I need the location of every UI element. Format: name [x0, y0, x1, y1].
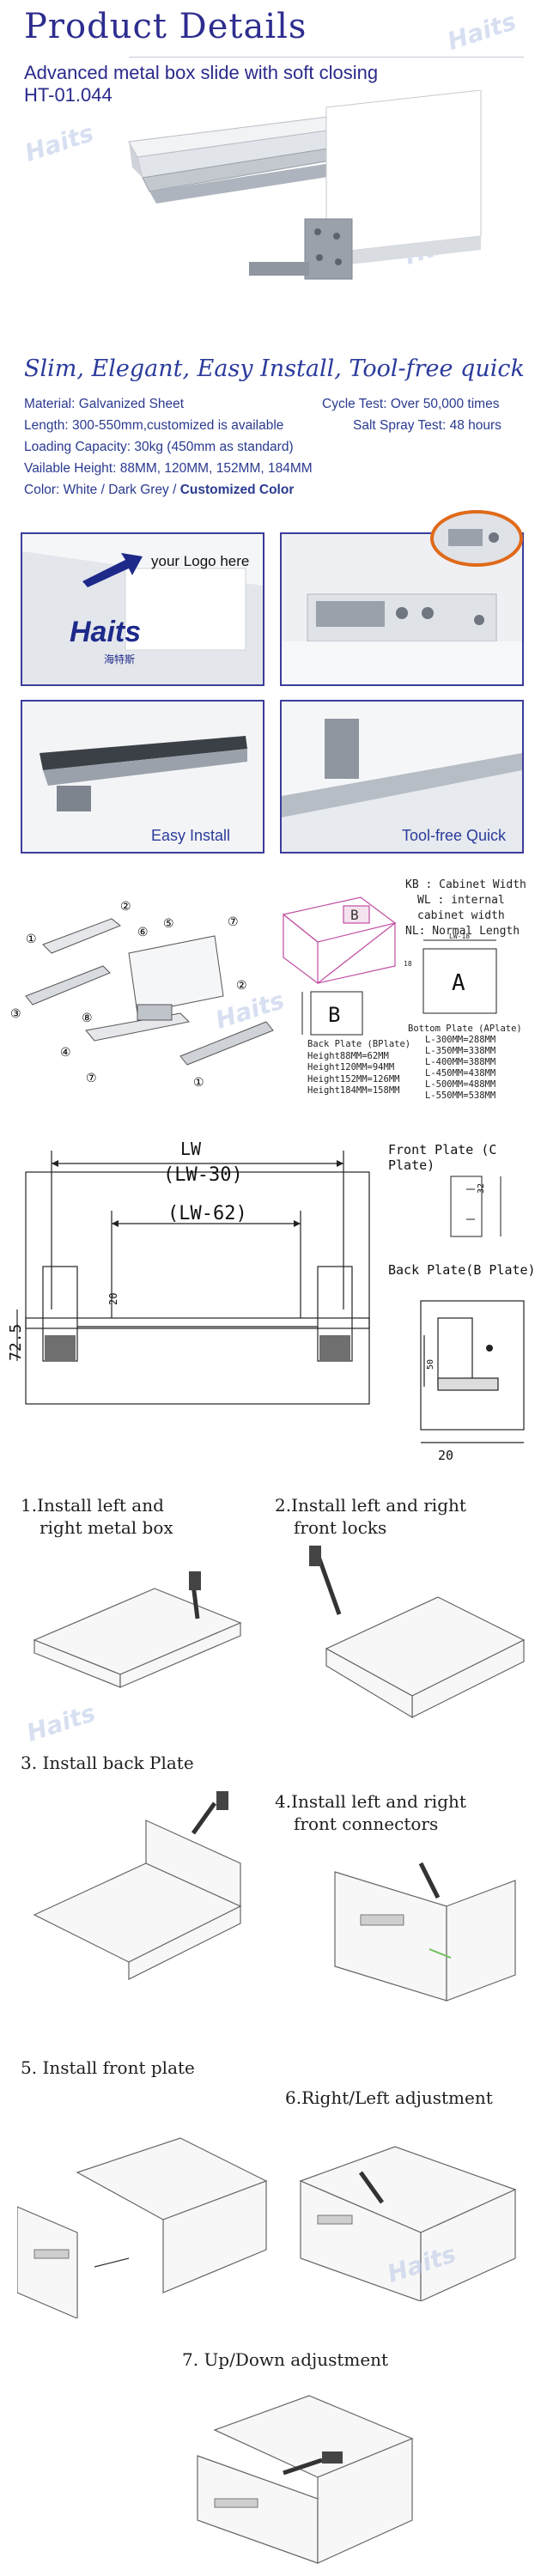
- bottom-length-row: L-500MM=488MM: [425, 1079, 496, 1090]
- step-2-title: 2.Install left and right front locks: [275, 1494, 466, 1539]
- bottom-length-row: L-550MM=538MM: [425, 1091, 496, 1101]
- step-1-illustration: [33, 1571, 242, 1688]
- spec-color-prefix: Color: White / Dark Grey /: [24, 483, 180, 497]
- spec-cycle: Cycle Test: Over 50,000 times: [322, 397, 500, 411]
- callout-2b: ②: [236, 979, 247, 993]
- back-height-row: Height88MM=62MM: [307, 1050, 389, 1061]
- spec-height: Vailable Height: 88MM, 120MM, 152MM, 184…: [24, 461, 313, 476]
- brand-watermark: Haits: [443, 7, 520, 56]
- legend-wl-2: cabinet width: [417, 909, 505, 922]
- callout-7b: ⑦: [228, 915, 239, 929]
- photo-easy-install: Easy Install: [21, 700, 264, 854]
- step-5-title: 5. Install front plate: [21, 2057, 195, 2078]
- step-3-illustration: [33, 1791, 242, 1980]
- callout-7: ⑦: [86, 1072, 97, 1085]
- callout-2: ②: [120, 900, 131, 914]
- back-height-row: Height184MM=158MM: [307, 1085, 400, 1096]
- step-7-title: 7. Up/Down adjustment: [182, 2349, 389, 2370]
- bottom-length-row: L-450MM=438MM: [425, 1068, 496, 1078]
- spec-salt: Salt Spray Test: 48 hours: [353, 418, 501, 433]
- dimension-drawing: LW (LW-30) (LW-62) 20 72.5: [9, 1139, 370, 1405]
- bottom-plate-schematic: A LW-18 18: [404, 933, 497, 1014]
- dim-lw62: (LW-62): [167, 1203, 247, 1224]
- spec-color-custom: Customized Color: [179, 483, 295, 497]
- step-1-line-1: 1.Install left and: [21, 1495, 164, 1516]
- tagline: Slim, Elegant, Easy Install, Tool-free q…: [24, 355, 525, 382]
- step-6-illustration: [299, 2146, 517, 2301]
- subtitle-line-1: Advanced metal box slide with soft closi…: [24, 62, 379, 83]
- spec-capacity: Loading Capacity: 30kg (450mm as standar…: [24, 440, 294, 454]
- page-title: Product Details: [24, 7, 307, 46]
- back-plate-schematic: B: [301, 991, 363, 1036]
- back-height-row: Height120MM=94MM: [307, 1062, 395, 1072]
- caption-tool-free: Tool-free Quick: [402, 827, 507, 844]
- drawer-box-schematic: B: [282, 896, 397, 985]
- spec-length: Length: 300-550mm,customized is availabl…: [24, 418, 284, 433]
- dim-50: 50: [426, 1359, 435, 1370]
- callout-5: ⑤: [163, 917, 174, 931]
- step-2-illustration: [309, 1546, 526, 1719]
- front-plate-label: Front Plate (C Plate): [388, 1142, 497, 1173]
- photo-logo-panel: your Logo here Haits 海特斯: [21, 532, 264, 686]
- back-height-row: Height152MM=126MM: [307, 1073, 400, 1084]
- product-hero-image: [128, 90, 482, 280]
- step-6-title: 6.Right/Left adjustment: [285, 2087, 493, 2108]
- step-3-title: 3. Install back Plate: [21, 1753, 194, 1773]
- bottom-length-row: L-350MM=338MM: [425, 1046, 496, 1056]
- brand-logo: Haits: [70, 616, 142, 648]
- dim-20: 20: [107, 1293, 119, 1305]
- spec-color: Color: White / Dark Grey / Customized Co…: [24, 483, 294, 498]
- brand-logo-cn: 海特斯: [104, 653, 136, 665]
- step-1-line-2: right metal box: [40, 1517, 173, 1538]
- dim-lw18: LW-18: [449, 933, 470, 940]
- exploded-view-diagram: ① ② ③ ④ ⑤ ⑥ ⑦ ⑧ ① ② ⑦: [10, 900, 274, 1090]
- bottom-plate-title: Bottom Plate (APlate): [408, 1024, 522, 1034]
- callout-4: ④: [60, 1046, 71, 1060]
- callout-8: ⑧: [82, 1012, 93, 1025]
- zoom-inset: [430, 510, 523, 567]
- step-7-illustration: [197, 2395, 414, 2564]
- legend-wl-1: WL : internal: [417, 894, 505, 907]
- bottom-length-row: L-300MM=288MM: [425, 1035, 496, 1045]
- callout-3: ③: [10, 1007, 21, 1021]
- callout-1: ①: [26, 933, 37, 946]
- dim-72-5: 72.5: [9, 1324, 25, 1361]
- product-subtitle: Advanced metal box slide with soft closi…: [24, 62, 378, 106]
- back-plate-dimension: 50 20: [420, 1300, 525, 1463]
- dim-lw30: (LW-30): [163, 1164, 243, 1186]
- plate-a-label: A: [452, 970, 465, 996]
- back-plate-table: Back Plate (BPlate) Height88MM=62MM Heig…: [307, 1039, 410, 1097]
- bottom-plate-table: Bottom Plate (APlate) L-300MM=288MM L-35…: [408, 1024, 522, 1102]
- caption-easy-install: Easy Install: [151, 827, 231, 844]
- logo-hint-text: your Logo here: [151, 553, 250, 569]
- legend-block: KB : Cabinet Width WL : internal cabinet…: [405, 878, 526, 939]
- step-5-illustration: [17, 2137, 268, 2318]
- step-4-title: 4.Install left and right front connector…: [275, 1790, 466, 1835]
- box-label-b: B: [350, 907, 359, 923]
- step-4-line-1: 4.Install left and right: [275, 1791, 466, 1812]
- dim-18: 18: [404, 960, 412, 968]
- spec-material: Material: Galvanized Sheet: [24, 397, 185, 411]
- dim-20b: 20: [438, 1448, 453, 1463]
- bottom-length-row: L-400MM=388MM: [425, 1057, 496, 1067]
- model-number: HT-01.044: [24, 84, 112, 106]
- front-plate-schematic: 32: [450, 1176, 501, 1237]
- brand-watermark: Haits: [21, 118, 98, 167]
- title-divider: [129, 57, 524, 58]
- back-plate-label: Back Plate(B Plate): [388, 1262, 536, 1278]
- step-4-illustration: [334, 1862, 516, 2002]
- back-plate-title: Back Plate (BPlate): [307, 1039, 411, 1049]
- legend-kb: KB : Cabinet Width: [405, 878, 526, 891]
- dim-32: 32: [477, 1183, 486, 1194]
- step-1-title: 1.Install left and right metal box: [21, 1494, 173, 1539]
- dim-lw: LW: [180, 1139, 202, 1159]
- plate-b-label: B: [328, 1003, 340, 1027]
- legend-nl: NL: Normal Length: [405, 925, 520, 938]
- callout-6: ⑥: [137, 926, 149, 939]
- step-2-line-1: 2.Install left and right: [275, 1495, 466, 1516]
- callout-1b: ①: [193, 1076, 204, 1090]
- step-2-line-2: front locks: [294, 1517, 387, 1538]
- step-4-line-2: front connectors: [294, 1814, 439, 1834]
- photo-tool-free: Tool-free Quick: [280, 700, 524, 854]
